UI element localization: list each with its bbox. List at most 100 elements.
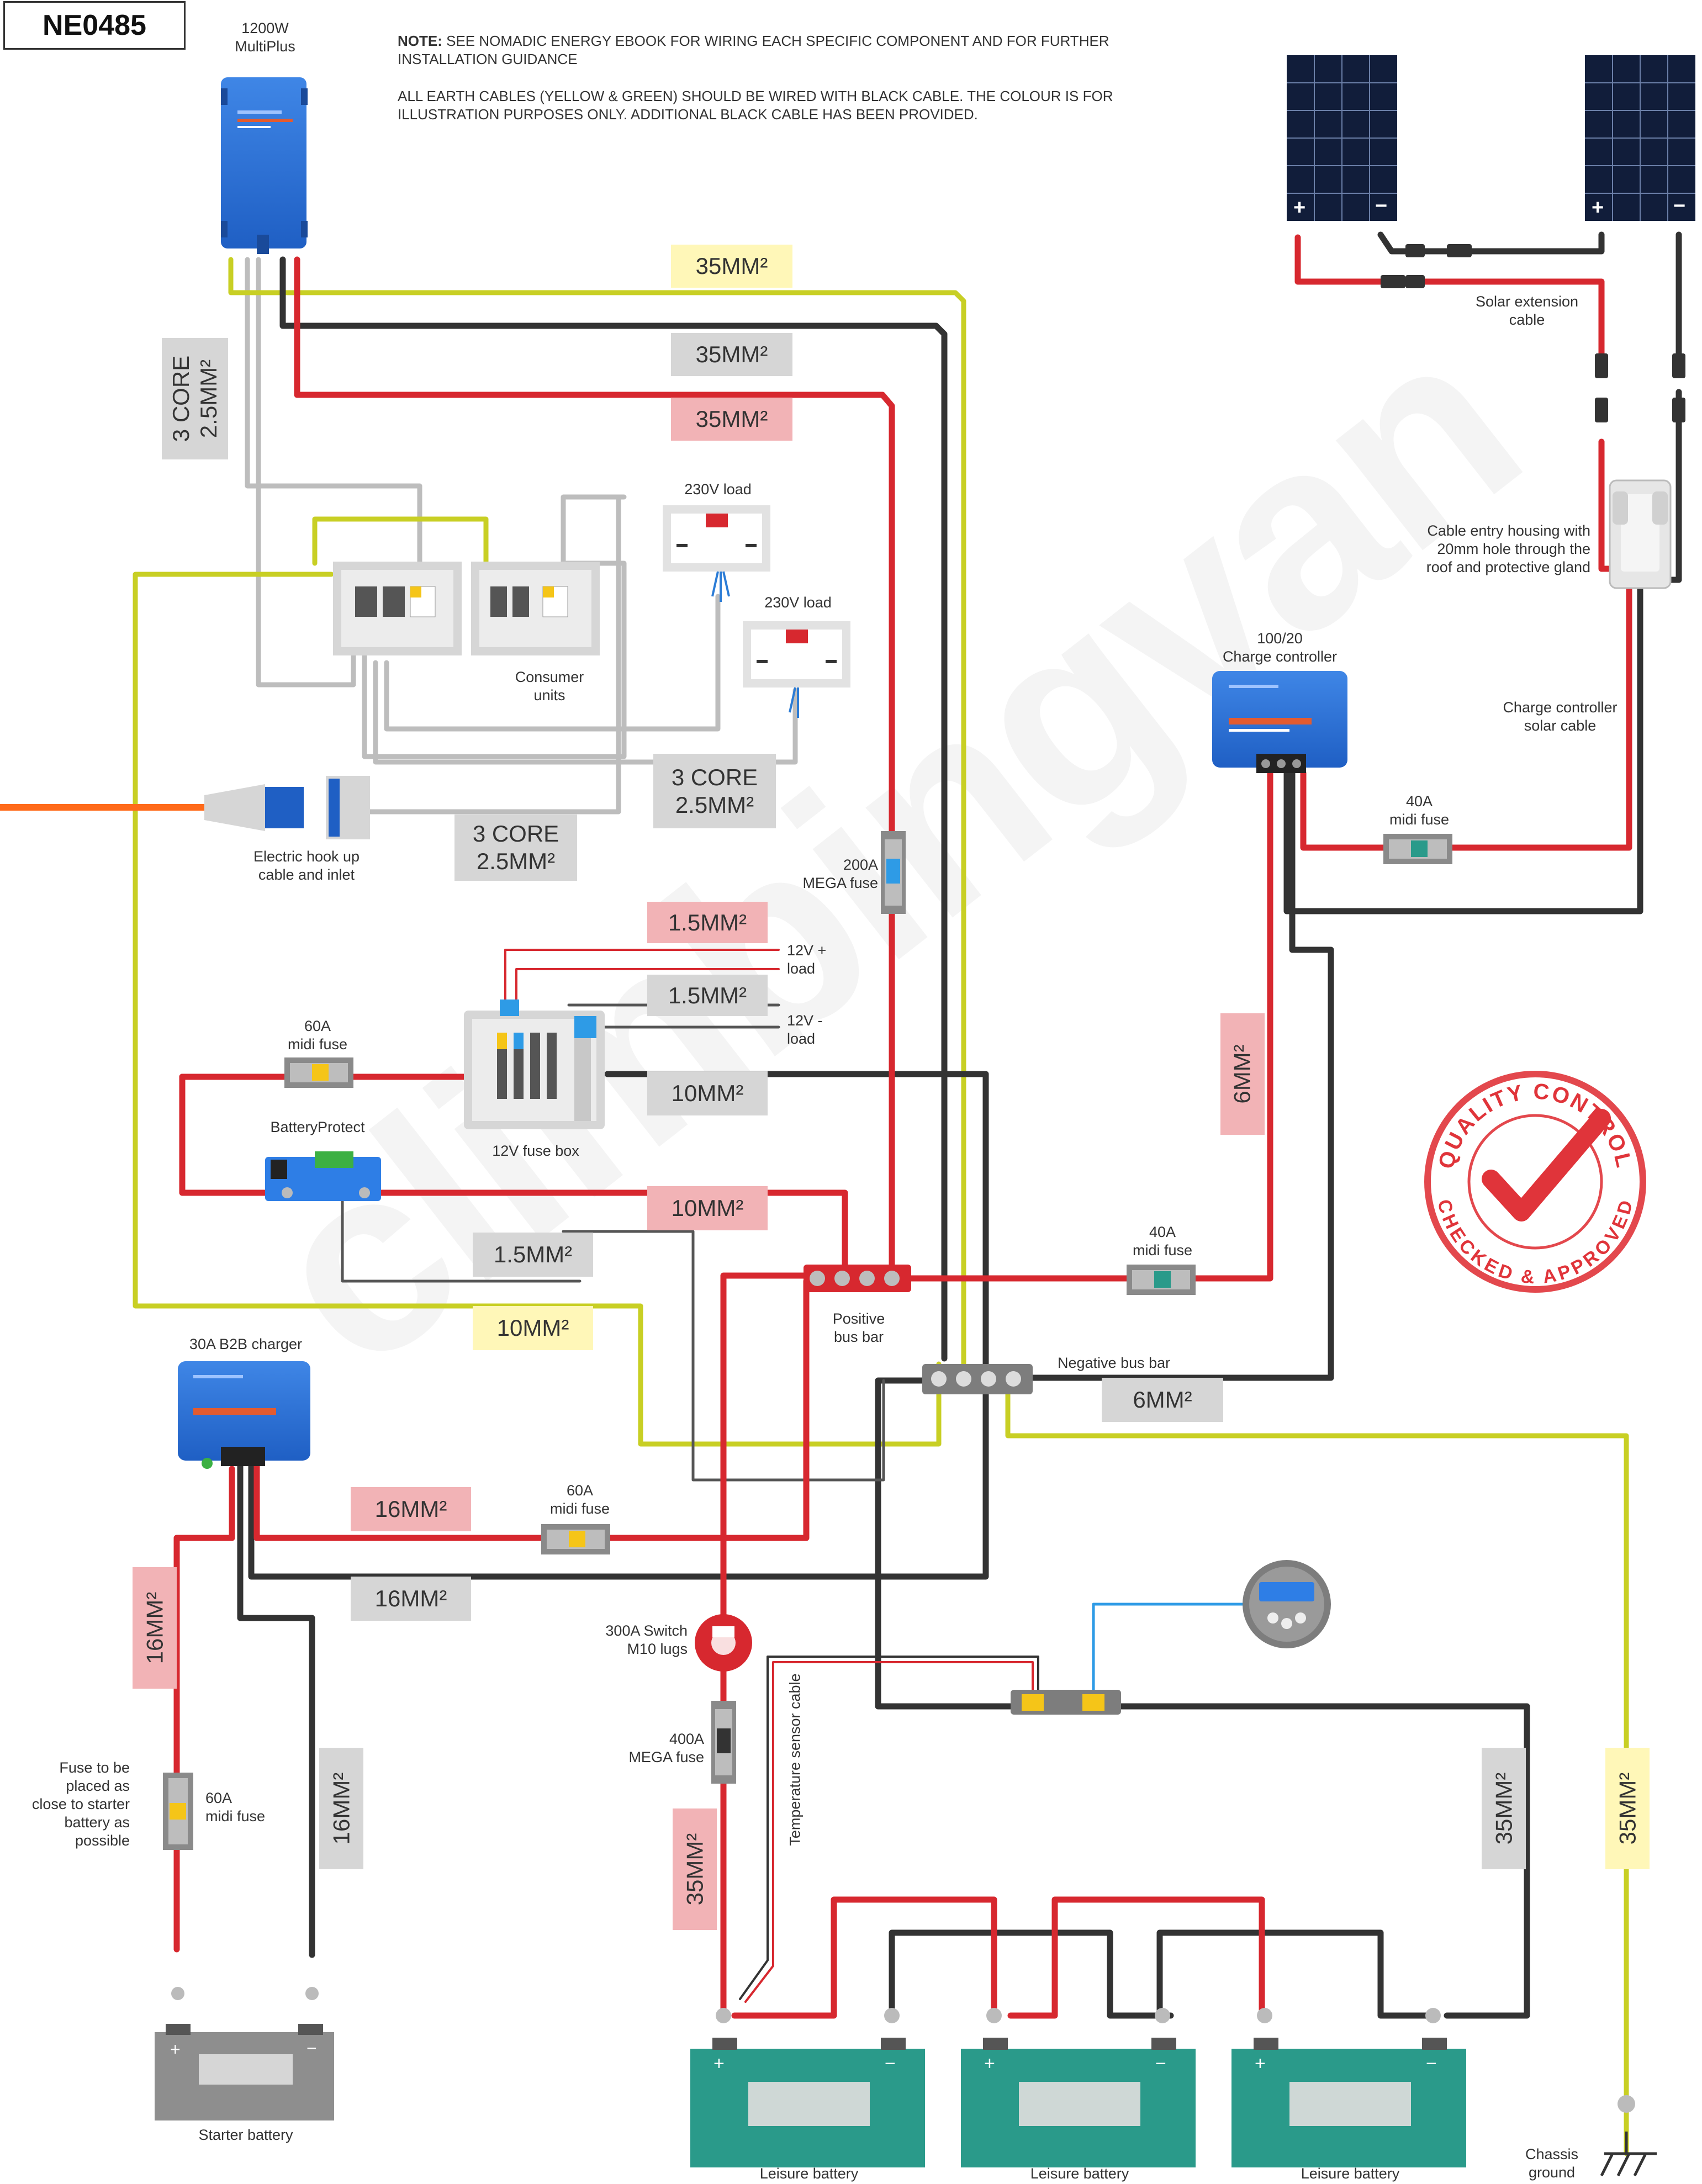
midi-fuse-60a-b2b [541, 1524, 610, 1554]
charge-controller-unit [1212, 671, 1347, 773]
charge-controller-label: 100/20 Charge controller [1222, 630, 1338, 665]
hookup-label: Electric hook up cable and inlet [253, 848, 360, 883]
cc-solar-neg [1283, 389, 1682, 914]
earth-chassis [1005, 1381, 1629, 2156]
svg-text:−: − [1426, 2053, 1437, 2074]
multiplus-label: 1200W MultiPlus [235, 20, 295, 55]
fuse-box-neg-sense [562, 1230, 885, 1482]
negative-bus-bar [922, 1364, 1033, 1394]
leisure-battery-2-label: Leisure battery [1030, 2165, 1129, 2182]
negative-leisure [875, 1377, 1530, 2019]
leisure-battery-3: + − [1231, 2008, 1466, 2167]
cable-size-3core-c: 3 CORE 2.5MM² [454, 815, 577, 881]
cc-solar-cable-label: Charge controller solar cable [1503, 699, 1618, 734]
svg-text:+: + [1255, 2053, 1266, 2074]
midi-fuse-60a-b2b-label: 60A midi fuse [549, 1482, 610, 1517]
multiplus-unit [221, 77, 308, 254]
ac-cable-1 [245, 257, 422, 566]
svg-text:−: − [1155, 2053, 1166, 2074]
negative-cc [1021, 770, 1334, 1381]
negative-multiplus [279, 256, 948, 1362]
leisure-battery-1-label: Leisure battery [759, 2165, 859, 2182]
battery-link-neg-2 [1156, 1929, 1439, 2019]
cable-size-red-35-v-text: 35MM² [681, 1833, 707, 1906]
leisure-battery-3-label: Leisure battery [1301, 2165, 1400, 2182]
svg-text:+: + [170, 2039, 181, 2059]
bp-signal [341, 1175, 582, 1283]
cable-size-pos-1-5: 1.5MM² [647, 902, 768, 943]
bluetooth-cable [1092, 1603, 1247, 1691]
temp-sensor-label: Temperature sensor cable [786, 1673, 804, 1846]
cable-size-red-16-v: 16MM² [133, 1567, 177, 1689]
cable-size-yellow-35-v-text: 35MM² [1614, 1772, 1640, 1845]
socket-230v-a [663, 505, 770, 602]
mega-fuse-200a [881, 831, 906, 914]
cable-size-black-16: 16MM² [351, 1577, 471, 1621]
stamp-bottom-text: CHECKED & APPROVED [1433, 1197, 1637, 1288]
cable-size-yellow-35-v: 35MM² [1605, 1748, 1650, 1869]
svg-text:−: − [306, 2038, 317, 2058]
cable-size-black-35-v: 35MM² [1482, 1748, 1526, 1869]
b2b-charger-unit [178, 1361, 310, 1469]
ac-cable-4 [384, 594, 721, 732]
pos-load-a [504, 949, 780, 1012]
positive-b2b-leisure [253, 1278, 810, 1541]
battery-link-pos-2 [1007, 1896, 1265, 2019]
fuse-placement-note: Fuse to be placed as close to starter ba… [31, 1759, 130, 1849]
leisure-battery-2: + − [961, 2008, 1196, 2167]
cable-size-3core-b: 3 CORE 2.5MM² [653, 754, 776, 828]
note-text: SEE NOMADIC ENERGY EBOOK FOR WIRING EACH… [398, 33, 1109, 67]
svg-text:+: + [713, 2053, 725, 2074]
bp-feed [179, 1074, 274, 1196]
consumer-units-label: Consumer units [515, 669, 584, 704]
load-12v-pos-label: 12V + load [787, 942, 827, 977]
note-bold: NOTE: [398, 33, 442, 49]
leisure-battery-1: + − [690, 2008, 925, 2167]
cable-entry-label: Cable entry housing with 20mm hole throu… [1426, 522, 1590, 575]
positive-multiplus [294, 256, 895, 1273]
battery-switch-300a [695, 1614, 752, 1672]
negative-fuse-box [248, 1071, 989, 1580]
solar-panel-right: + − [1585, 55, 1695, 221]
cable-size-red-16: 16MM² [351, 1487, 471, 1531]
midi-fuse-40a-solar-label: 40A midi fuse [1389, 793, 1450, 828]
load-230v-b-label: 230V load [764, 594, 832, 611]
ac-cable-5 [373, 660, 798, 765]
solar-ext-pos [1294, 234, 1406, 285]
midi-fuse-40a-cc [1127, 1265, 1196, 1295]
midi-fuse-40a-solar [1383, 834, 1452, 864]
positive-bus-bar [804, 1265, 911, 1292]
load-12v-neg-label: 12V - load [787, 1012, 823, 1047]
cable-size-red-35: 35MM² [671, 398, 792, 441]
hookup-ac-cable [367, 494, 621, 815]
load-230v-a-label: 230V load [684, 481, 752, 498]
cable-size-black-16-v: 16MM² [319, 1748, 363, 1869]
cable-size-neg-10: 10MM² [647, 1071, 768, 1115]
battery-shunt [1011, 1690, 1121, 1715]
cable-size-grey-1-5: 1.5MM² [473, 1233, 593, 1277]
quality-control-stamp: QUALITY CONTROL CHECKED & APPROVED [1424, 1071, 1646, 1293]
negative-starter [237, 1455, 315, 1958]
midi-fuse-60a-fusebox-label: 60A midi fuse [287, 1018, 348, 1053]
svg-text:−: − [1375, 194, 1387, 218]
check-mark-icon [1482, 1109, 1611, 1221]
cable-size-3core-a-text: 3 CORE 2.5MM² [168, 355, 221, 442]
diagram-id: NE0485 [3, 1, 186, 50]
fused-12v-cables [504, 949, 780, 1012]
positive-cables [173, 234, 1632, 2019]
solar-ext-pos-2 [1383, 278, 1605, 357]
positive-bus-label: Positive bus bar [832, 1310, 885, 1345]
ac-cable-3 [362, 494, 627, 759]
cc-solar-pos [1300, 480, 1632, 851]
negative-bus-label: Negative bus bar [1058, 1355, 1171, 1371]
starter-battery-unit: + − [155, 1987, 334, 2120]
svg-text:+: + [984, 2053, 995, 2074]
mc4-connectors [1381, 244, 1685, 422]
mega-fuse-400a [711, 1701, 736, 1784]
cable-size-cc-6: 6MM² [1220, 1013, 1265, 1135]
consumer-units [333, 562, 600, 655]
cable-size-cc-6-text: 6MM² [1229, 1044, 1256, 1104]
cable-size-red-10: 10MM² [647, 1186, 768, 1230]
